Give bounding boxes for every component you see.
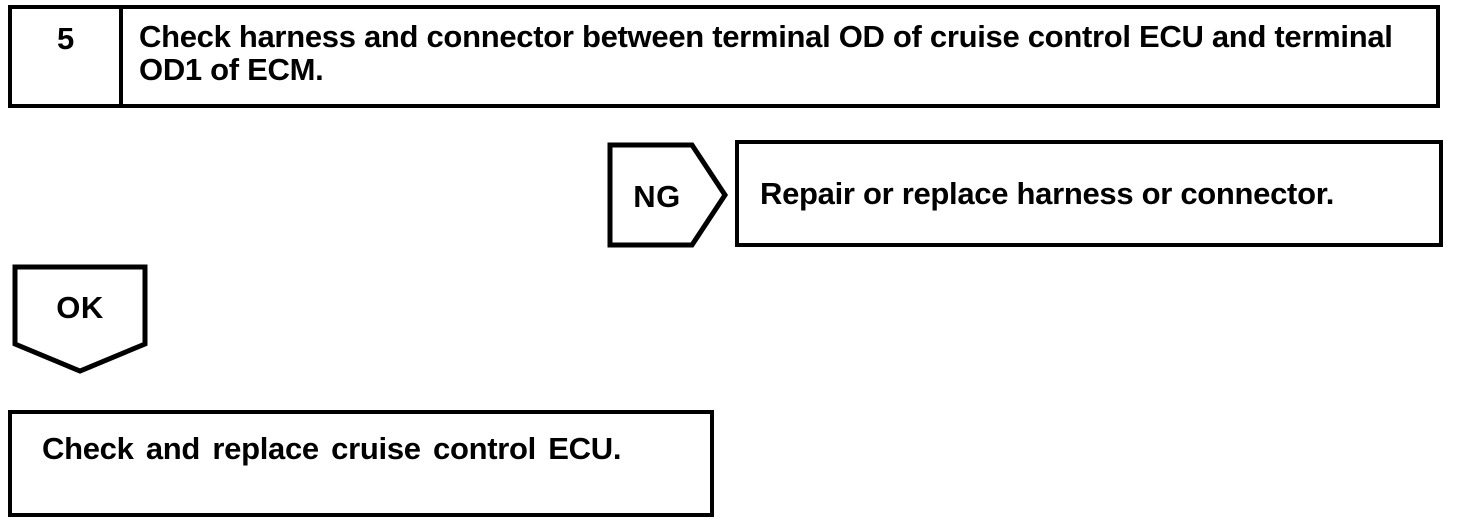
ok-pentagon-icon <box>12 264 148 374</box>
ok-connector-shape: OK <box>12 264 148 374</box>
ok-action-text: Check and replace cruise control ECU. <box>42 431 622 466</box>
step-number: 5 <box>12 9 123 104</box>
ng-action-text: Repair or replace harness or connector. <box>760 175 1335 211</box>
ng-label: NG <box>633 179 681 214</box>
ng-action-box: Repair or replace harness or connector. <box>735 140 1443 247</box>
step-box: 5 Check harness and connector between te… <box>8 5 1440 108</box>
ok-action-box: Check and replace cruise control ECU. <box>8 410 714 517</box>
ng-pentagon-icon <box>607 142 728 248</box>
step-instruction-text: Check harness and connector between term… <box>139 19 1393 87</box>
ng-connector-shape: NG <box>607 142 729 248</box>
ok-label: OK <box>56 290 104 325</box>
